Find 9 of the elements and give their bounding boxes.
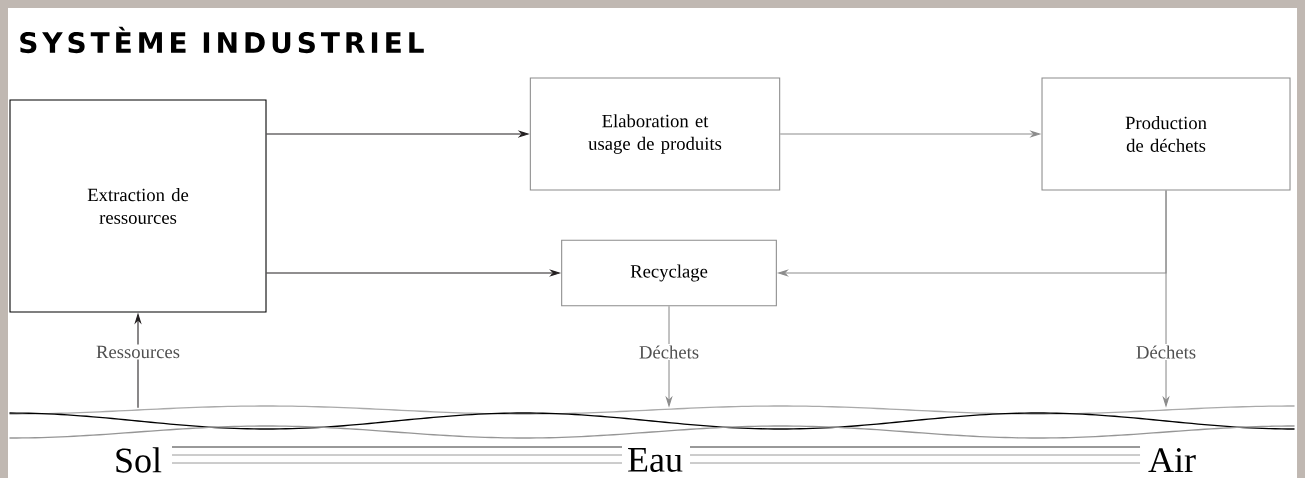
wavy-band-drawing <box>8 405 1296 439</box>
process-box: Elaboration et usage de produits <box>529 77 781 191</box>
edge-label: Ressources <box>94 344 182 360</box>
title: SYSTÈME INDUSTRIEL <box>20 26 424 54</box>
edge-label: Déchets <box>1134 344 1198 360</box>
process-box: Extraction de ressources <box>9 99 267 313</box>
edge-label: Déchets <box>637 344 701 360</box>
process-box: Production de déchets <box>1041 77 1291 191</box>
process-box: Recyclage <box>561 239 777 307</box>
